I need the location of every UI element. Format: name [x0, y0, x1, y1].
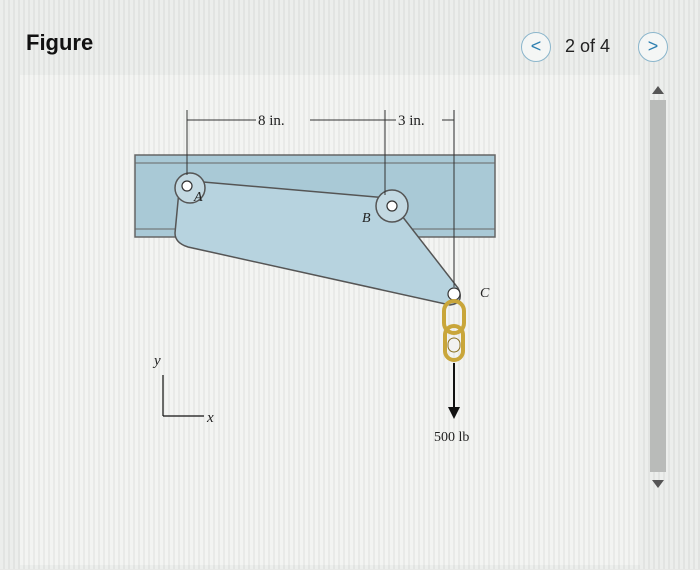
scroll-up-icon[interactable] [652, 86, 664, 94]
load-arrow-head [448, 407, 460, 419]
pin-c [447, 287, 461, 301]
scroll-down-icon[interactable] [652, 480, 664, 488]
pin-a [181, 180, 193, 192]
dim-bc-label: 3 in. [398, 113, 425, 129]
point-c-label: C [480, 286, 490, 301]
page-indicator: 2 of 4 [565, 36, 611, 56]
mechanism-diagram: 8 in. 3 in. A B C 500 lb y x [134, 110, 496, 445]
next-figure-button[interactable]: > [638, 32, 668, 62]
scroll-thumb[interactable] [650, 100, 666, 472]
chevron-right-icon: > [647, 36, 659, 56]
panel-title: Figure [26, 30, 94, 55]
point-b-label: B [362, 211, 371, 226]
x-axis-label: x [206, 410, 214, 426]
vertical-scrollbar[interactable] [648, 80, 668, 500]
pin-b [386, 200, 398, 212]
figure-image: 8 in. 3 in. A B C 500 lb y x [20, 75, 640, 565]
dim-ab-label: 8 in. [258, 113, 285, 129]
point-a-label: A [193, 190, 203, 205]
chain-link-1 [442, 299, 466, 335]
y-axis-label: y [152, 353, 161, 369]
previous-figure-button[interactable]: < [521, 32, 551, 62]
chain-link-2 [443, 324, 465, 362]
chevron-left-icon: < [530, 36, 542, 56]
chain-link-2-hole [447, 337, 461, 353]
load-label: 500 lb [434, 430, 469, 445]
